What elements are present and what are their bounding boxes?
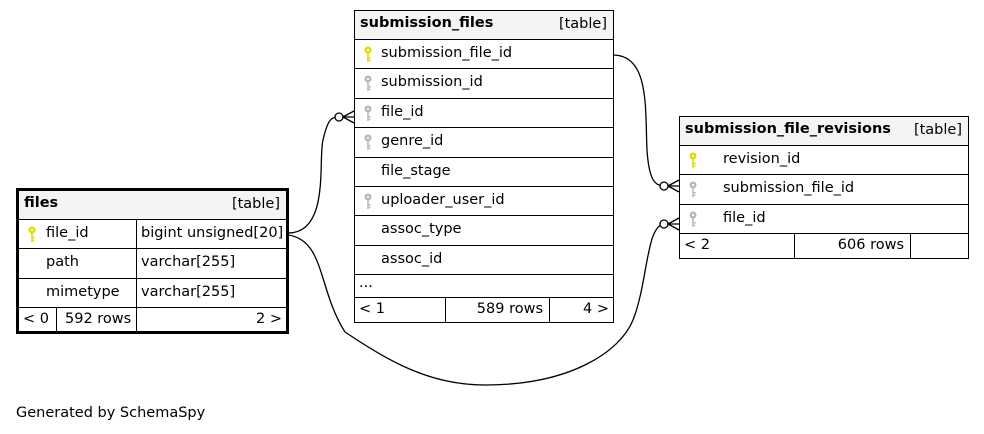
column-row[interactable]: path varchar[255] — [19, 249, 286, 279]
ellipsis-text: ... — [359, 275, 373, 292]
foreign-key-icon — [363, 134, 373, 151]
children-link[interactable]: 4 > — [583, 301, 609, 318]
divider — [136, 249, 137, 278]
column-row[interactable]: assoc_id — [355, 246, 613, 276]
primary-key-icon — [363, 46, 373, 63]
table-footer: < 0 592 rows 2 > — [19, 308, 286, 333]
column-row[interactable]: submission_file_id — [680, 175, 968, 205]
parents-link[interactable]: < 2 — [684, 237, 710, 254]
column-name: file_stage — [381, 162, 451, 179]
column-name: path — [46, 254, 79, 271]
crow-foot-marker — [667, 217, 680, 231]
table-header: files [table] — [19, 191, 286, 220]
row-count: 592 rows — [65, 311, 132, 328]
divider — [136, 278, 137, 308]
table-name: files — [24, 195, 59, 211]
table-footer: < 1 589 rows 4 > — [355, 298, 613, 323]
schemaspy-credit: Generated by SchemaSpy — [16, 405, 206, 421]
divider — [910, 234, 911, 259]
column-name: file_id — [46, 225, 89, 241]
column-type: varchar[255] — [141, 283, 236, 300]
table-kind: [table] — [558, 16, 607, 32]
column-row[interactable]: file_id — [355, 99, 613, 129]
table-header: submission_files [table] — [355, 11, 613, 40]
column-name: uploader_user_id — [381, 191, 505, 208]
foreign-key-icon — [363, 75, 373, 92]
column-row[interactable]: mimetype varchar[255] — [19, 278, 286, 309]
column-name: file_id — [723, 209, 766, 226]
relationship-submission-files-revisions — [612, 54, 665, 187]
table-name: submission_file_revisions — [685, 121, 891, 137]
table-kind: [table] — [231, 196, 280, 212]
children-link[interactable]: 2 > — [256, 311, 282, 328]
table-kind: [table] — [913, 122, 962, 138]
column-name: mimetype — [46, 283, 120, 300]
column-name: genre_id — [381, 133, 444, 150]
divider — [549, 298, 550, 323]
table-header: submission_file_revisions [table] — [680, 117, 968, 146]
parents-link[interactable]: < 1 — [359, 301, 385, 318]
relationship-files-revisions — [287, 223, 665, 386]
column-row[interactable]: file_stage — [355, 158, 613, 187]
column-name: assoc_id — [381, 250, 443, 267]
column-row[interactable]: uploader_user_id — [355, 187, 613, 217]
column-row[interactable]: assoc_type — [355, 216, 613, 246]
column-name: revision_id — [723, 151, 801, 167]
zero-many-marker — [334, 112, 344, 122]
column-row[interactable]: genre_id — [355, 128, 613, 158]
column-type: varchar[255] — [141, 254, 236, 271]
crow-foot-marker — [667, 179, 680, 193]
column-row[interactable]: submission_file_id — [355, 40, 613, 70]
column-name: file_id — [381, 103, 424, 120]
row-count: 606 rows — [837, 237, 904, 254]
zero-many-marker — [659, 181, 669, 191]
table-name: submission_files — [360, 15, 494, 31]
foreign-key-icon — [363, 105, 373, 122]
foreign-key-icon — [688, 181, 698, 198]
table-submission-file-revisions[interactable]: submission_file_revisions [table] revisi… — [679, 116, 969, 259]
column-name: assoc_type — [381, 221, 462, 238]
crow-foot-marker — [342, 110, 355, 124]
foreign-key-icon — [363, 193, 373, 210]
row-count: 589 rows — [476, 301, 543, 318]
column-name: submission_file_id — [381, 45, 513, 61]
table-files[interactable]: files [table] file_id bigint unsigned[20]… — [16, 188, 289, 334]
foreign-key-icon — [688, 211, 698, 228]
column-row[interactable]: submission_id — [355, 69, 613, 99]
more-columns: ... — [355, 275, 613, 299]
divider — [56, 308, 57, 333]
zero-many-marker — [659, 219, 669, 229]
column-type: bigint unsigned[20] — [141, 225, 284, 241]
column-name: submission_file_id — [723, 180, 855, 197]
divider — [136, 308, 137, 333]
column-row[interactable]: file_id — [680, 205, 968, 235]
table-submission-files[interactable]: submission_files [table] submission_file… — [354, 10, 614, 323]
divider — [794, 234, 795, 259]
relationship-files-submission-files — [287, 116, 340, 234]
column-row[interactable]: file_id bigint unsigned[20] — [19, 220, 286, 250]
primary-key-icon — [688, 152, 698, 169]
column-name: submission_id — [381, 74, 483, 91]
table-footer: < 2 606 rows — [680, 234, 968, 259]
primary-key-icon — [27, 226, 37, 243]
divider — [136, 220, 137, 249]
divider — [445, 298, 446, 323]
parents-link[interactable]: < 0 — [23, 311, 49, 328]
column-row[interactable]: revision_id — [680, 146, 968, 176]
